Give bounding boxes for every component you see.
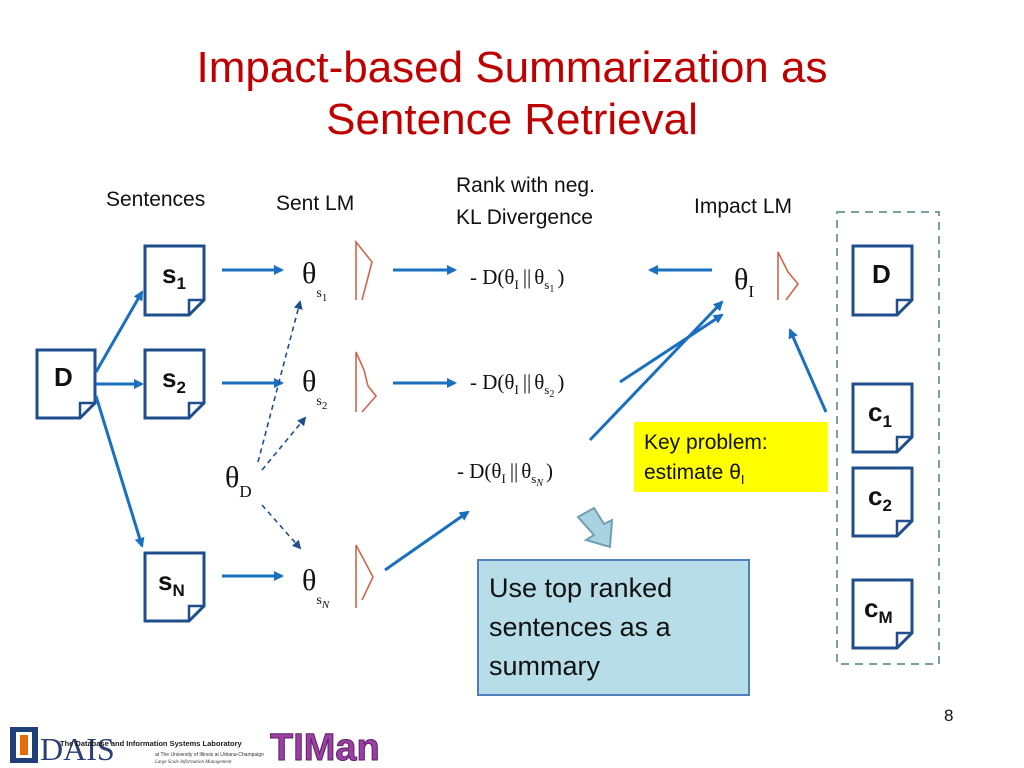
svg-text:s2: s2 — [162, 363, 186, 397]
kl-expression-s1: - D(θI||θs1) — [470, 265, 564, 295]
doc-c1: c1 — [851, 382, 914, 454]
doc-s1-label: s — [162, 259, 176, 289]
theta-s1: θs1 — [302, 257, 327, 304]
title-line-1: Impact-based Summarization as — [196, 43, 828, 92]
label-rank: Rank with neg. KL Divergence — [456, 170, 595, 234]
note-line-2: estimate θI — [644, 461, 745, 488]
label-rank-line-2: KL Divergence — [456, 206, 593, 229]
svg-text:sN: sN — [158, 566, 185, 600]
svg-text:c2: c2 — [868, 481, 892, 515]
dais-letters: DAIS — [40, 731, 115, 767]
label-rank-line-1: Rank with neg. — [456, 174, 595, 197]
timan-text: TIMan — [270, 727, 380, 768]
dashed-arrow-d-to-s1 — [257, 300, 303, 463]
doc-c2: c2 — [851, 466, 914, 538]
doc-s1-sub: 1 — [176, 274, 185, 293]
arrow-d-to-sN — [94, 395, 145, 548]
block-arrow-down — [576, 506, 614, 549]
note-line-1: Key problem: — [644, 431, 768, 454]
doc-sN-label: s — [158, 566, 172, 596]
arrow-kl-to-impact — [588, 300, 724, 442]
dashed-arrow-d-to-sN — [261, 504, 302, 550]
doc-cM: cM — [851, 578, 914, 650]
doc-d-left: D — [35, 348, 97, 420]
summary-box: Use top ranked sentences as a summary — [477, 559, 750, 696]
doc-cM-label: c — [864, 593, 878, 623]
svg-text:cM: cM — [864, 593, 893, 627]
timan-logo: TIMan — [270, 727, 381, 768]
arrow-theta-sN-to-kl — [384, 510, 470, 572]
theta-sN: θsN — [302, 564, 330, 611]
title-line-2: Sentence Retrieval — [326, 95, 698, 144]
lm-curve-sN — [355, 544, 374, 608]
arrow-c1-to-impact — [788, 328, 828, 413]
doc-d-left-label: D — [54, 362, 73, 392]
doc-c2-sub: 2 — [882, 496, 891, 515]
kl-expression-sN: - D(θI||θsN) — [457, 459, 553, 489]
arrow-d-to-s1 — [94, 290, 144, 373]
lm-curve-s2 — [355, 351, 378, 413]
dashed-arrow-d-to-s2 — [261, 416, 307, 471]
doc-s1: s1 — [143, 244, 206, 317]
theta-s2: θs2 — [302, 365, 327, 412]
svg-text:c1: c1 — [868, 397, 892, 431]
doc-sN-sub: N — [172, 581, 184, 600]
lm-curve-s1 — [355, 239, 373, 301]
doc-d-right-label: D — [872, 259, 891, 289]
doc-s2-sub: 2 — [176, 378, 185, 397]
svg-text:s1: s1 — [162, 259, 186, 293]
dais-logo: DAIS The Database and Information System… — [10, 727, 264, 767]
doc-s2-label: s — [162, 363, 176, 393]
doc-c1-label: c — [868, 397, 882, 427]
label-sent-lm: Sent LM — [276, 192, 355, 215]
page-title: Impact-based Summarization as Sentence R… — [0, 42, 1024, 146]
doc-cM-sub: M — [878, 608, 892, 627]
lm-curve-impact — [777, 251, 800, 301]
doc-c1-sub: 1 — [882, 412, 891, 431]
label-impact-lm: Impact LM — [694, 195, 793, 218]
key-problem-note: Key problem: estimate θI — [634, 422, 828, 492]
theta-impact: θI — [734, 263, 754, 301]
doc-d-right: D — [851, 244, 914, 317]
dais-sub-1: at The University of Illinois at Urbana-… — [155, 752, 264, 758]
doc-sN: sN — [143, 551, 206, 623]
candidate-group-box — [836, 211, 940, 665]
kl-expression-s2: - D(θI||θs2) — [470, 370, 564, 400]
theta-d: θD — [225, 461, 252, 501]
page-number: 8 — [944, 706, 954, 725]
arrow-kl2-to-impact — [619, 313, 724, 384]
doc-c2-label: c — [868, 481, 882, 511]
doc-s2: s2 — [143, 348, 206, 420]
dais-sub-2: Large Scale Information Management — [154, 760, 232, 765]
dais-caption: The Database and Information Systems Lab… — [60, 739, 243, 748]
label-sentences: Sentences — [106, 188, 206, 211]
